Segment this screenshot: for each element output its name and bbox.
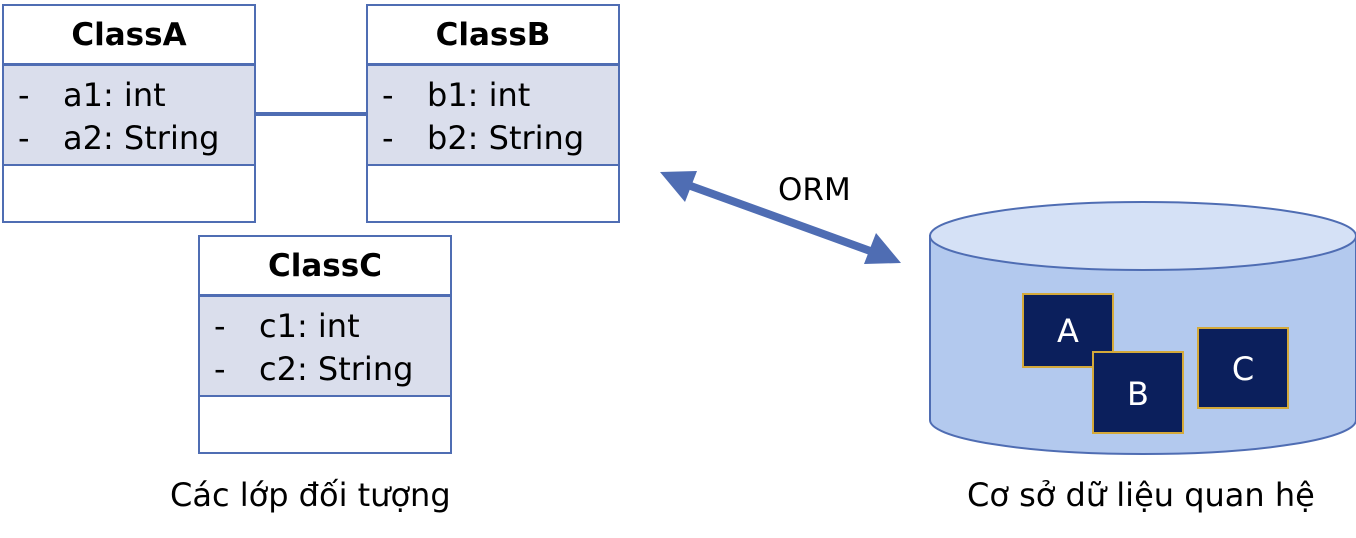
attribute-text: a1: int — [63, 76, 166, 114]
table-b: B — [1092, 351, 1184, 434]
class-c-attributes: -c1: int -c2: String — [200, 297, 450, 397]
class-b-attribute: -b2: String — [368, 117, 618, 160]
visibility-marker: - — [382, 76, 394, 114]
visibility-marker: - — [214, 307, 226, 345]
visibility-marker: - — [18, 76, 30, 114]
table-c-label: C — [1232, 350, 1254, 388]
class-b-attributes: -b1: int -b2: String — [368, 66, 618, 166]
class-a-box: ClassA -a1: int -a2: String — [2, 4, 256, 223]
cylinder-top — [929, 201, 1356, 271]
class-a-attribute: -a2: String — [4, 117, 254, 160]
table-b-rect — [1092, 351, 1184, 434]
class-b-name: ClassB — [368, 6, 618, 66]
class-c-name: ClassC — [200, 237, 450, 297]
class-a-name: ClassA — [4, 6, 254, 66]
orm-arrowhead-right — [864, 233, 901, 264]
attribute-text: a2: String — [63, 119, 220, 157]
orm-arrow-shaft — [686, 181, 875, 256]
attribute-text: c1: int — [259, 307, 360, 345]
orm-label: ORM — [778, 172, 851, 208]
visibility-marker: - — [382, 119, 394, 157]
class-a-attributes: -a1: int -a2: String — [4, 66, 254, 166]
orm-arrowhead-left — [660, 171, 697, 202]
table-c-rect — [1197, 327, 1289, 409]
visibility-marker: - — [214, 350, 226, 388]
class-a-attribute: -a1: int — [4, 74, 254, 117]
class-b-box: ClassB -b1: int -b2: String — [366, 4, 620, 223]
table-a-label: A — [1057, 312, 1079, 350]
attribute-text: c2: String — [259, 350, 414, 388]
class-c-box: ClassC -c1: int -c2: String — [198, 235, 452, 454]
class-b-attribute: -b1: int — [368, 74, 618, 117]
objects-caption: Các lớp đối tượng — [170, 476, 451, 514]
table-c: C — [1197, 327, 1289, 409]
attribute-text: b2: String — [427, 119, 585, 157]
class-c-attribute: -c1: int — [200, 305, 450, 348]
visibility-marker: - — [18, 119, 30, 157]
association-line — [256, 112, 366, 116]
attribute-text: b1: int — [427, 76, 531, 114]
database-caption: Cơ sở dữ liệu quan hệ — [967, 476, 1315, 514]
orm-double-arrow — [660, 171, 901, 264]
class-c-attribute: -c2: String — [200, 348, 450, 391]
table-b-label: B — [1127, 375, 1149, 413]
